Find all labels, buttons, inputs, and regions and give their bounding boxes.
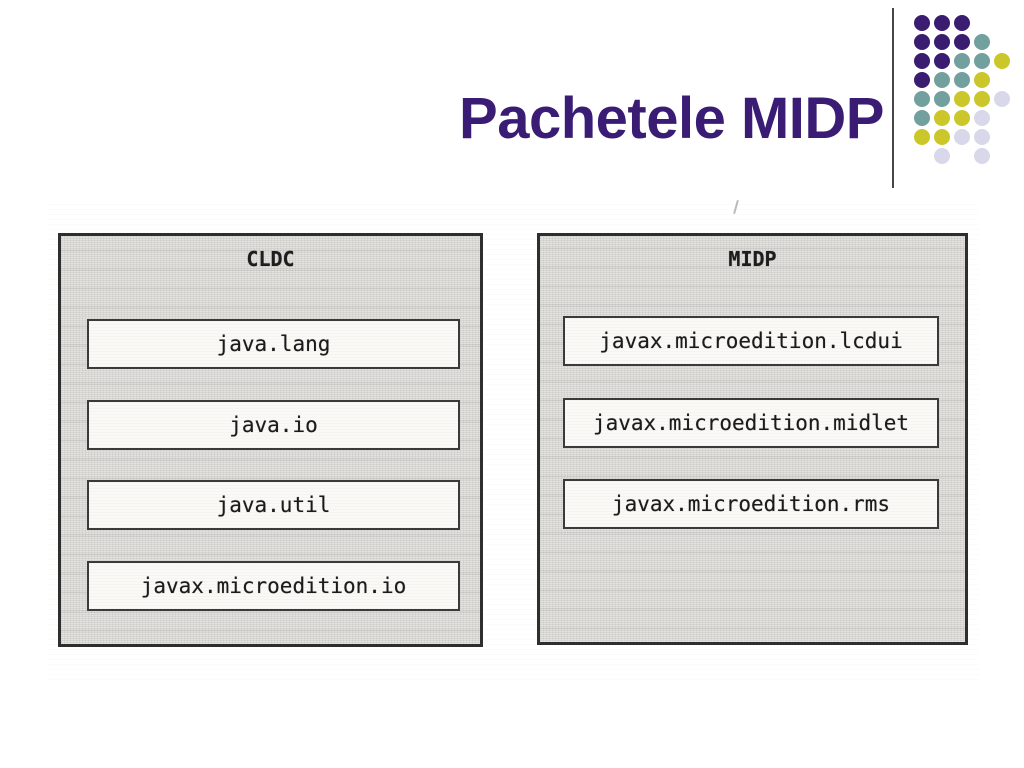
cldc-box: CLDC java.lang java.io java.util javax.micr… — [58, 233, 483, 647]
decor-dot — [934, 53, 950, 69]
decor-dot — [914, 34, 930, 50]
midp-box: MIDP javax.microedition.lcdui javax.micro… — [537, 233, 968, 645]
decor-dot — [934, 129, 950, 145]
package-label: java.lang — [216, 332, 331, 356]
decor-dot — [954, 15, 970, 31]
decor-dot — [934, 110, 950, 126]
package-label: javax.microedition.io — [140, 574, 407, 598]
decor-dot — [934, 91, 950, 107]
package-label: javax.microedition.lcdui — [599, 329, 903, 353]
decor-dot — [954, 34, 970, 50]
decor-dot — [954, 53, 970, 69]
package-box-javax-microedition-lcdui: javax.microedition.lcdui — [563, 316, 939, 366]
package-box-java-util: java.util — [87, 480, 460, 530]
decor-dot — [934, 148, 950, 164]
decor-dot — [974, 110, 990, 126]
package-box-java-lang: java.lang — [87, 319, 460, 369]
page-title: Pachetele MIDP — [459, 86, 884, 151]
decor-dot — [914, 15, 930, 31]
package-box-java-io: java.io — [87, 400, 460, 450]
decor-dot — [934, 34, 950, 50]
package-label: java.io — [229, 413, 318, 437]
decor-dot — [974, 53, 990, 69]
decor-dot — [974, 148, 990, 164]
decor-dot — [914, 91, 930, 107]
decor-dot — [914, 129, 930, 145]
decor-dot — [974, 91, 990, 107]
decor-dot — [954, 91, 970, 107]
decor-dot — [954, 129, 970, 145]
decor-dot — [914, 72, 930, 88]
decor-dot — [994, 91, 1010, 107]
title-separator-line — [892, 8, 894, 188]
decor-dot — [934, 15, 950, 31]
package-label: javax.microedition.rms — [611, 492, 891, 516]
decor-dot — [994, 53, 1010, 69]
cldc-box-title: CLDC — [246, 247, 295, 271]
decor-dot — [974, 129, 990, 145]
decor-dot — [974, 72, 990, 88]
scan-artifact-mark — [733, 199, 739, 215]
package-box-javax-microedition-rms: javax.microedition.rms — [563, 479, 939, 529]
package-box-javax-microedition-io: javax.microedition.io — [87, 561, 460, 611]
midp-box-title: MIDP — [728, 247, 777, 271]
decor-dot — [914, 110, 930, 126]
package-label: java.util — [216, 493, 331, 517]
decor-dot — [914, 53, 930, 69]
decor-dot — [934, 72, 950, 88]
decor-dot — [974, 34, 990, 50]
decor-dot — [954, 110, 970, 126]
decor-dot — [954, 72, 970, 88]
package-box-javax-microedition-midlet: javax.microedition.midlet — [563, 398, 939, 448]
package-label: javax.microedition.midlet — [592, 411, 910, 435]
